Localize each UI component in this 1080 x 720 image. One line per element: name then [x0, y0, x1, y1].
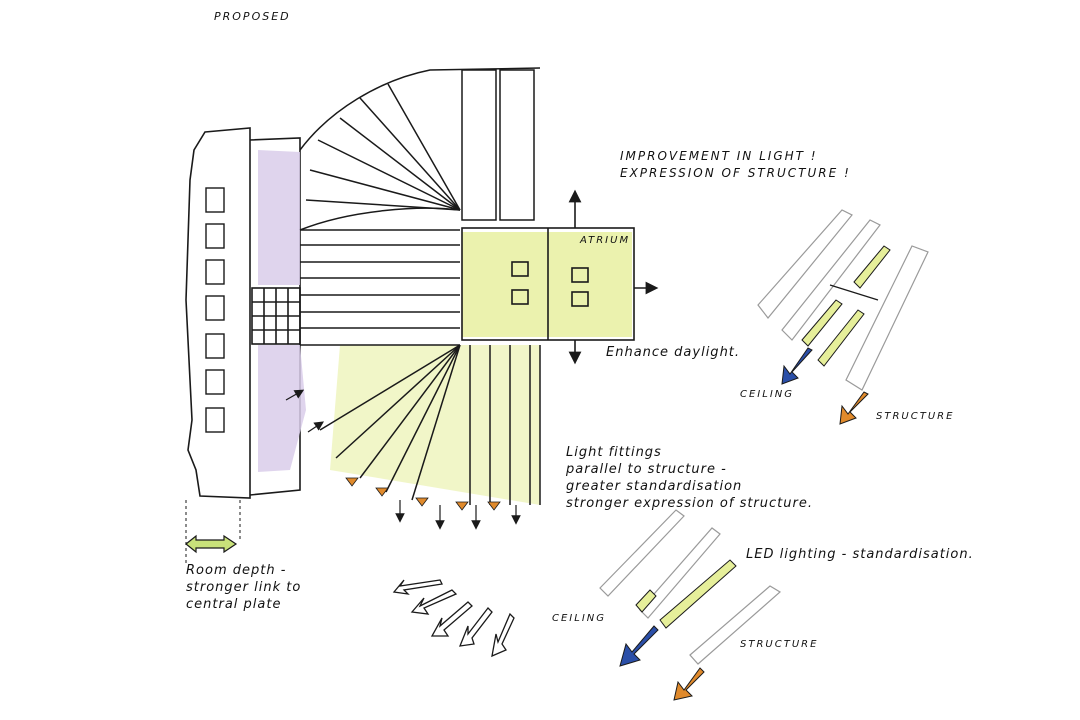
atrium-label: ATRIUM: [580, 235, 631, 246]
improvement-note-line1: IMPROVEMENT IN LIGHT !: [620, 149, 818, 163]
atrium-fill: [462, 232, 632, 337]
light-fittings-line3: greater standardisation: [566, 479, 743, 494]
ceiling-label-upper: CEILING: [740, 389, 794, 400]
detail-upper: [757, 209, 929, 425]
light-fittings-note: Light fittings parallel to structure - g…: [566, 444, 813, 512]
improvement-note-line2: EXPRESSION OF STRUCTURE !: [620, 166, 851, 180]
upper-fan: [299, 67, 541, 231]
lower-fan: [300, 344, 541, 505]
light-fittings-line4: stronger expression of structure.: [566, 496, 813, 511]
improvement-note: IMPROVEMENT IN LIGHT ! EXPRESSION OF STR…: [620, 148, 851, 182]
atrium-outline: [461, 189, 659, 365]
structure-label-lower: STRUCTURE: [740, 639, 819, 650]
light-fittings-line1: Light fittings: [566, 445, 662, 460]
light-arrows-black: [285, 389, 521, 530]
room-depth-note: Room depth - stronger link to central pl…: [186, 562, 301, 613]
room-zone-upper: [258, 150, 300, 285]
room-depth-line2: stronger link to: [186, 580, 302, 595]
outline-arrows: [392, 579, 515, 658]
room-depth-line3: central plate: [186, 597, 282, 612]
sketch-title: PROPOSED: [214, 10, 291, 23]
core: [251, 287, 301, 345]
central-bays: [300, 244, 460, 329]
light-fittings-line2: parallel to structure -: [566, 462, 727, 477]
led-lighting-note: LED lighting - standardisation.: [746, 547, 974, 562]
structure-label-upper: STRUCTURE: [876, 411, 955, 422]
left-wing: [185, 127, 301, 499]
enhance-daylight-note: Enhance daylight.: [606, 345, 741, 360]
window-units: [205, 187, 225, 433]
room-depth-line1: Room depth -: [186, 563, 287, 578]
ceiling-label-lower: CEILING: [552, 613, 606, 624]
room-zone-lower: [258, 345, 306, 472]
room-depth-arrow: [185, 500, 241, 565]
detail-lower: [599, 509, 782, 701]
light-arrows-orange: [345, 477, 501, 511]
